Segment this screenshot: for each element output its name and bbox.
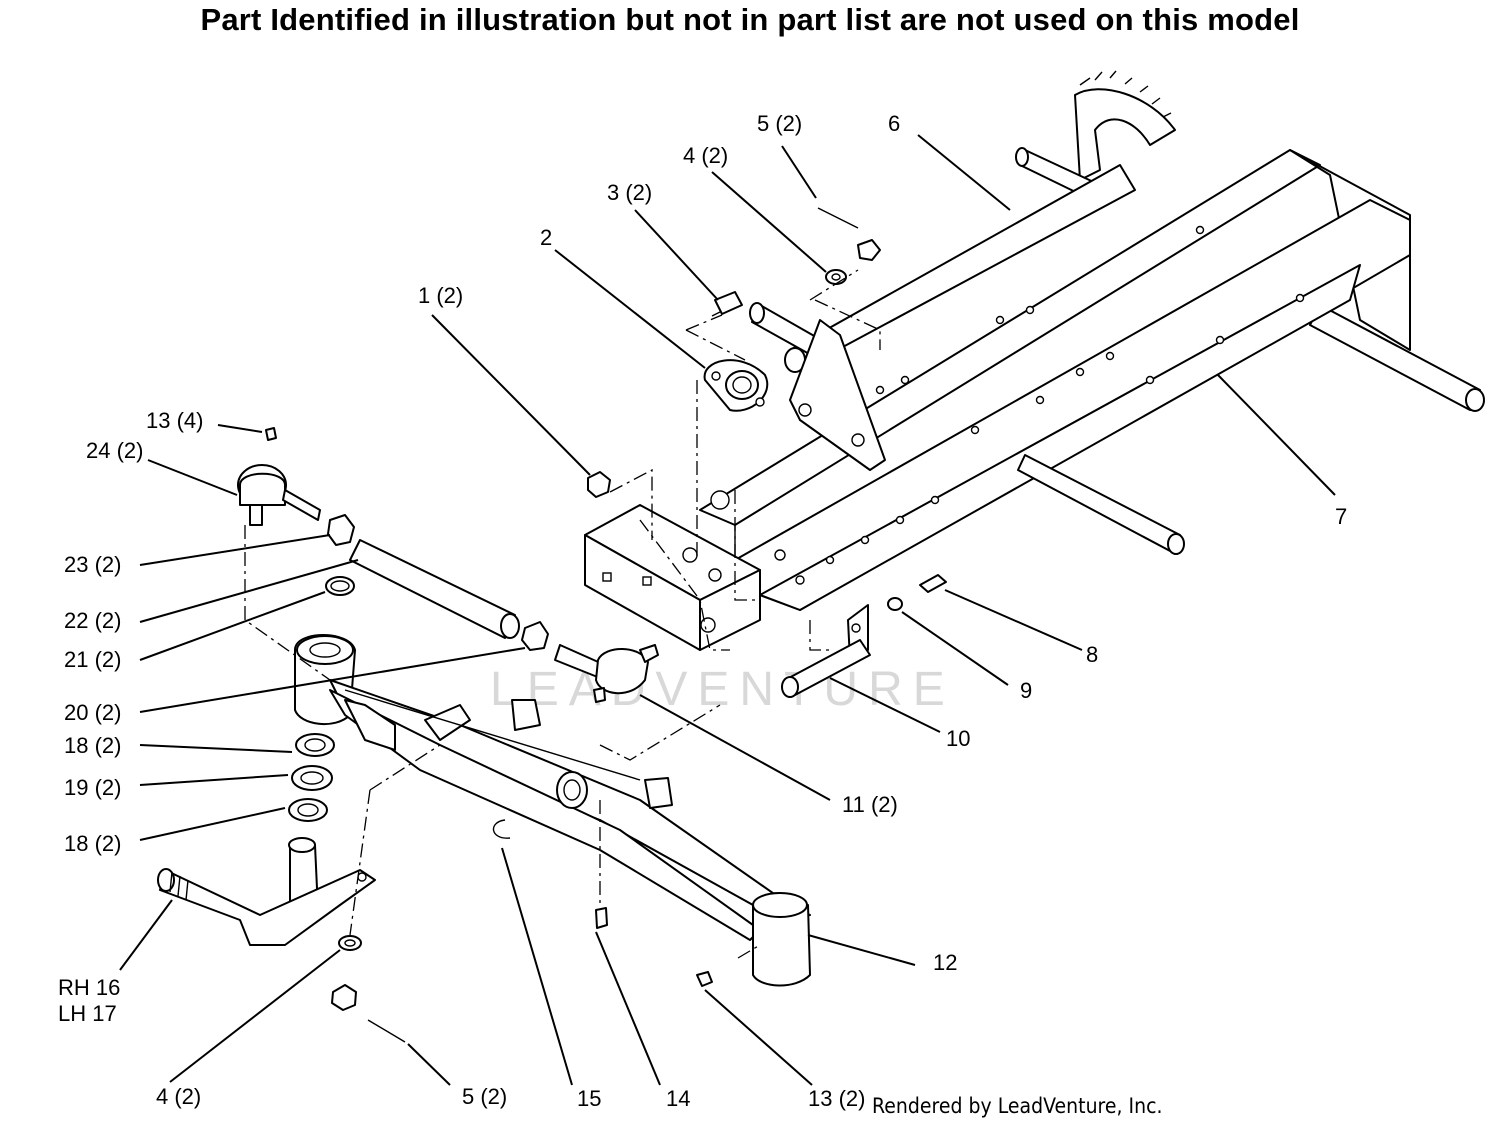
callout-7: 7 xyxy=(1335,504,1347,529)
callout-6: 6 xyxy=(888,111,900,136)
callout-10: 10 xyxy=(946,726,970,751)
tie-rod-assembly xyxy=(237,427,659,703)
callout-13-bottom: 13 (2) xyxy=(808,1086,865,1111)
callout-24: 24 (2) xyxy=(86,438,143,463)
callout-14: 14 xyxy=(666,1086,690,1111)
callout-16: RH 16 xyxy=(58,975,120,1000)
front-axle-beam xyxy=(294,634,811,987)
callout-11: 11 (2) xyxy=(842,792,898,817)
callout-1: 1 (2) xyxy=(418,283,463,308)
diagram-note: Part Identified in illustration but not … xyxy=(200,2,1300,37)
callout-5-bottom: 5 (2) xyxy=(462,1084,507,1109)
rail-holes xyxy=(825,225,1305,565)
callout-13-top: 13 (4) xyxy=(146,408,203,433)
callout-4-bottom: 4 (2) xyxy=(156,1084,201,1109)
callout-9: 9 xyxy=(1020,678,1032,703)
callout-15: 15 xyxy=(577,1086,601,1111)
callout-5-top: 5 (2) xyxy=(757,111,802,136)
callout-20: 20 (2) xyxy=(64,700,121,725)
callout-3: 3 (2) xyxy=(607,180,652,205)
pivot-pin xyxy=(781,604,871,698)
callout-21: 21 (2) xyxy=(64,647,121,672)
callout-18-upper: 18 (2) xyxy=(64,733,121,758)
callout-labels: 1 (2) 2 3 (2) 4 (2) 5 (2) 6 7 8 9 10 11 … xyxy=(58,111,1347,1111)
spindle-assembly xyxy=(157,576,406,1043)
callout-8: 8 xyxy=(1086,642,1098,667)
callout-4-top: 4 (2) xyxy=(683,143,728,168)
leader-lines xyxy=(119,134,1336,1086)
callout-17: LH 17 xyxy=(58,1001,117,1026)
callout-22: 22 (2) xyxy=(64,608,121,633)
callout-23: 23 (2) xyxy=(64,552,121,577)
callout-18-lower: 18 (2) xyxy=(64,831,121,856)
callout-12: 12 xyxy=(933,950,957,975)
steering-shaft xyxy=(749,70,1176,471)
alignment-lines xyxy=(244,269,881,959)
callout-2: 2 xyxy=(540,225,552,250)
callout-19: 19 (2) xyxy=(64,775,121,800)
render-credit: Rendered by LeadVenture, Inc. xyxy=(872,1094,1163,1118)
flange-bearing xyxy=(703,359,769,412)
watermark: LEADVENTURE xyxy=(490,663,955,716)
